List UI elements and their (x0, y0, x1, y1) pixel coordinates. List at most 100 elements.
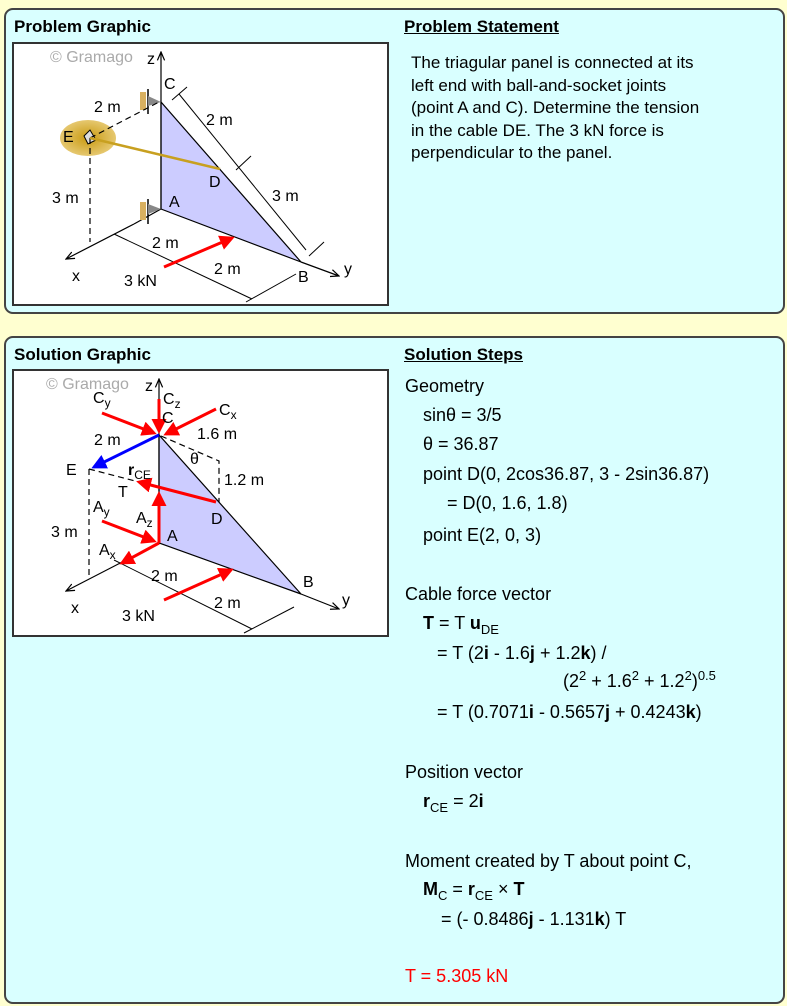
watermark: © Gramago (50, 49, 133, 66)
step-segment: + 1.2 (639, 671, 685, 691)
tension-arrow-t (136, 477, 217, 504)
solution-step-line: MC = rCE × T (423, 879, 525, 903)
step-segment: r (467, 879, 475, 899)
point-b-label: B (298, 269, 309, 286)
dim-b: 2 m (214, 261, 241, 278)
step-segment: Position vector (405, 762, 524, 782)
step-segment: j (605, 702, 611, 722)
ay-label: Ay (93, 499, 110, 519)
step-segment: Moment created by T about point C, (405, 851, 692, 871)
point-e-label: E (66, 462, 77, 479)
cz-label: Cz (163, 391, 181, 411)
point-c-label: C (162, 410, 174, 427)
statement-line: in the cable DE. The 3 kN force is (411, 120, 664, 140)
step-segment: × (492, 879, 514, 899)
step-segment: = T (434, 613, 470, 633)
dim-1-2: 1.2 m (224, 472, 264, 489)
solution-step-line: = T (0.7071i - 0.5657j + 0.4243k) (437, 702, 702, 723)
step-segment: = T (0.7071 (437, 702, 529, 722)
step-segment: point E(2, 0, 3) (423, 525, 542, 545)
step-segment: + 1.2 (534, 643, 581, 663)
dim-e-height: 3 m (52, 190, 79, 207)
step-segment: Geometry (405, 376, 485, 396)
watermark: © Gramago (46, 376, 129, 393)
step-segment: θ = 36.87 (423, 434, 499, 454)
point-e-label: E (63, 129, 74, 146)
x-label: x (71, 600, 79, 617)
dim-cd: 2 m (206, 112, 233, 129)
problem-graphic: © Gramago z C A (12, 42, 389, 306)
t-label: T (118, 484, 128, 501)
position-vector-rce (91, 433, 160, 469)
point-a-label: A (169, 194, 180, 211)
point-b-label: B (303, 574, 314, 591)
step-segment: - 1.6 (488, 643, 530, 663)
az-label: Az (136, 510, 153, 530)
wall-a (140, 202, 146, 220)
problem-statement: The triagular panel is connected at its … (411, 52, 699, 165)
force-label: 3 kN (122, 608, 155, 625)
dim-line-cb (178, 93, 307, 251)
step-segment: k (685, 702, 696, 722)
solution-step-line: Moment created by T about point C, (405, 851, 692, 872)
ax-label: Ax (99, 542, 116, 562)
step-segment: C (438, 888, 448, 903)
cx-label: Cx (219, 402, 237, 422)
dim-a: 2 m (151, 568, 178, 585)
step-segment: (2 (563, 671, 580, 691)
step-segment: = (- 0.8486 (441, 909, 529, 929)
problem-panel: Problem Graphic Problem Statement © Gram… (4, 8, 785, 314)
step-segment: + 1.6 (586, 671, 632, 691)
statement-line: The triagular panel is connected at its (411, 53, 694, 72)
statement-line: (point A and C). Determine the tension (411, 98, 700, 117)
solution-panel: Solution Graphic Solution Steps © Gramag… (4, 336, 785, 1004)
step-segment: ) (691, 671, 698, 691)
statement-line: perpendicular to the panel. (411, 143, 613, 162)
step-segment: + 0.4243 (610, 702, 686, 722)
solution-step-line: rCE = 2i (423, 791, 484, 814)
step-segment: 2 (579, 668, 587, 683)
dim-ec: 2 m (94, 99, 121, 116)
problem-statement-title: Problem Statement (404, 17, 559, 36)
step-segment: M (423, 879, 438, 899)
y-label: y (344, 261, 352, 278)
force-arrow-3kn (163, 568, 234, 602)
step-segment: T (513, 879, 525, 899)
y-axis (300, 593, 339, 609)
solution-step-line: T = T uDE (423, 613, 499, 636)
step-segment: i (528, 702, 534, 722)
step-segment: 0.5 (697, 668, 716, 683)
step-segment: = T (2 (437, 643, 484, 663)
step-segment: r (423, 791, 431, 811)
solution-step-line: Cable force vector (405, 584, 551, 605)
dim-e-height: 3 m (51, 524, 78, 541)
y-axis (300, 261, 339, 276)
solution-steps-title: Solution Steps (404, 345, 523, 364)
force-cx (163, 407, 217, 436)
step-segment: = (447, 879, 468, 899)
cy-label: Cy (93, 390, 111, 410)
force-cy (101, 411, 157, 436)
step-segment: 2 (684, 668, 692, 683)
solution-step-line: = D(0, 1.6, 1.8) (447, 493, 568, 514)
step-segment: - 0.5657 (533, 702, 605, 722)
solution-step-line: point D(0, 2cos36.87, 3 - 2sin36.87) (423, 464, 709, 485)
step-segment: i (478, 791, 484, 811)
force-label: 3 kN (124, 273, 157, 290)
y-label: y (342, 592, 350, 609)
statement-line: left end with ball-and-socket joints (411, 75, 667, 95)
dim-b: 2 m (214, 595, 241, 612)
point-c-label: C (164, 76, 176, 93)
step-segment: 2 (631, 668, 640, 683)
solution-step-line: = (- 0.8486j - 1.131k) T (441, 909, 626, 930)
force-ax (119, 541, 160, 565)
step-segment: T = 5.305 kN (405, 966, 509, 986)
step-segment: j (528, 909, 534, 929)
x-axis (66, 223, 135, 259)
dim-a: 2 m (152, 235, 179, 252)
step-segment: k (594, 909, 605, 929)
x-label: x (72, 268, 80, 285)
step-segment: Cable force vector (405, 584, 552, 604)
step-segment: u (469, 613, 481, 633)
solution-graphic: © Gramago z C A B D E y x (12, 369, 389, 637)
